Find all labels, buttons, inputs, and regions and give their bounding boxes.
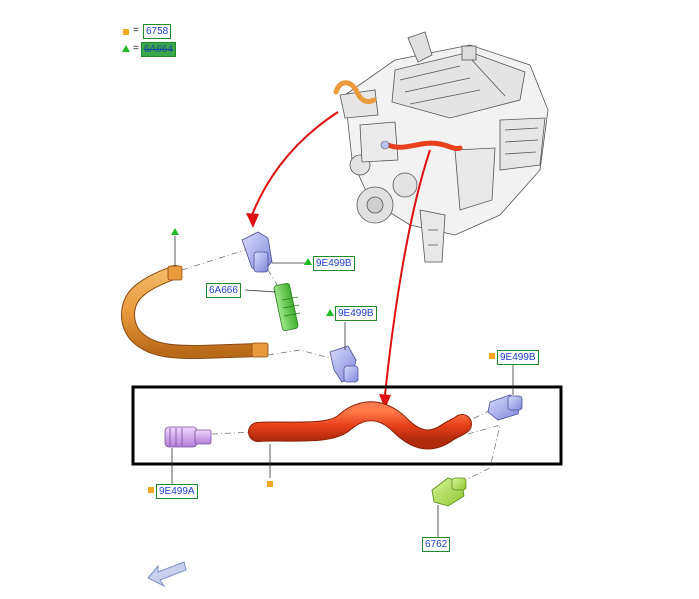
red-hose-square-icon [267,481,273,487]
callout-middle-clamp[interactable]: 9E499B [335,306,377,321]
legend-triangle-code[interactable]: 6A664 [141,42,176,57]
red-leader-arrows [251,111,431,396]
back-arrow-icon[interactable] [147,561,187,588]
engine-fitting-highlight [380,140,390,150]
red-arrowhead-upper [246,213,259,228]
callout-left-clamp[interactable]: 9E499A [156,484,198,499]
middle-blue-clamp [329,345,359,383]
engine-orange-hose-highlight [333,80,377,105]
legend-square-code[interactable]: 6758 [143,24,172,39]
engine-illustration [339,31,549,263]
middle-clamp-triangle-icon [326,309,334,316]
legend-square-icon [123,29,129,35]
right-clamp-square-icon [489,353,495,359]
red-arrowhead-lower [379,394,391,409]
callout-right-clamp[interactable]: 9E499B [497,350,539,365]
orange-coolant-hose [121,265,269,360]
upper-clamp-triangle-icon [304,258,312,265]
leader-green-connector [244,289,277,293]
legend-triangle-icon [122,45,130,52]
highlight-frame [131,385,563,466]
legend-equals-1: = [133,25,139,36]
engine-red-hose-highlight [385,140,463,151]
upper-blue-clamp [241,231,273,273]
callout-valve[interactable]: 6762 [422,537,451,552]
green-connector [273,282,301,332]
callout-upper-clamp[interactable]: 9E499B [313,256,355,271]
left-clamp-square-icon [148,487,154,493]
legend-equals-2: = [133,43,139,54]
callout-green-connector[interactable]: 6A666 [206,283,241,298]
lime-valve [431,477,467,507]
orange-hose-triangle-icon [171,228,179,235]
left-purple-clamp [164,426,212,448]
right-blue-clamp [487,394,523,421]
red-coolant-hose[interactable] [248,401,472,450]
